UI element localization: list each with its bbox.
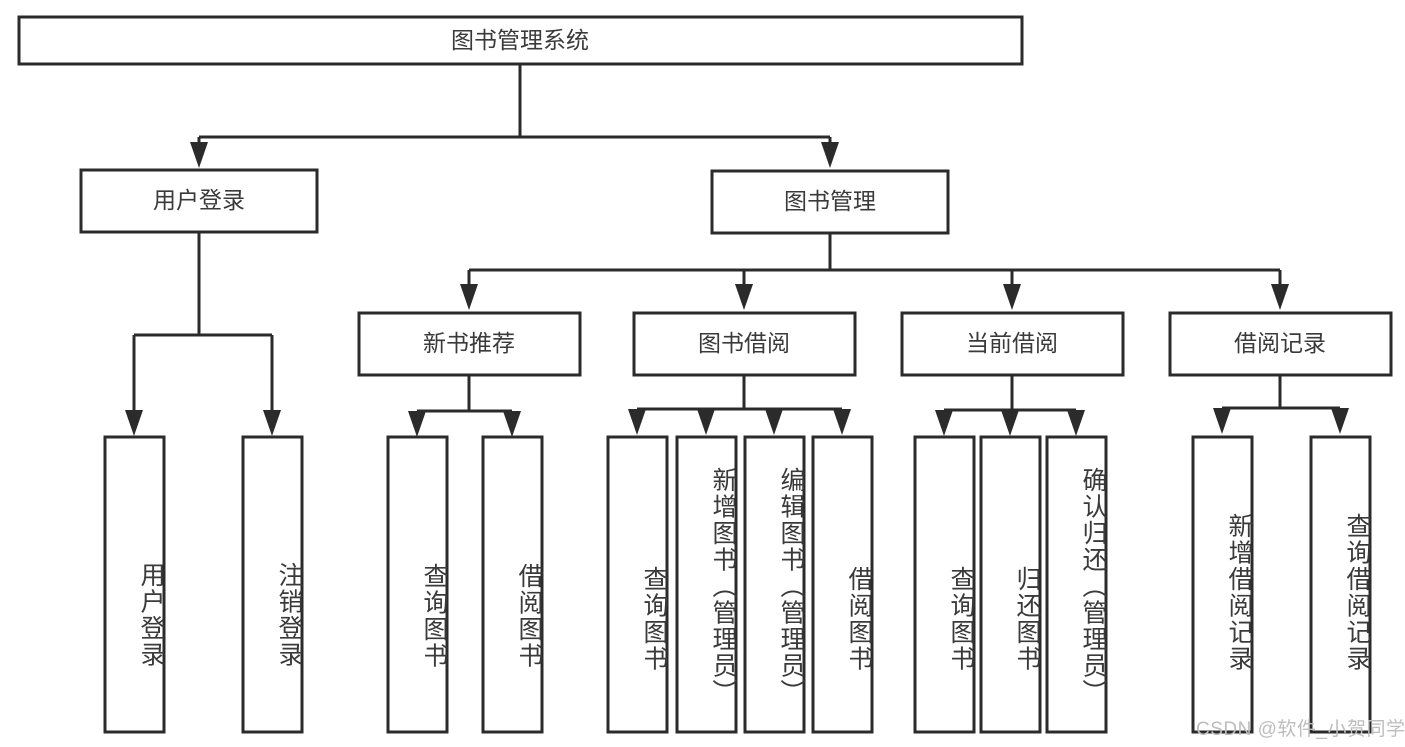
node-new-book-recommend-label: 新书推荐: [423, 330, 515, 356]
connector-root-to-level2: [190, 64, 839, 168]
arrow-icon: [503, 411, 521, 437]
leaf-box-borrow-book-b[interactable]: [811, 435, 874, 734]
node-current-borrow-label: 当前借阅: [966, 330, 1058, 356]
arrow-icon: [1213, 408, 1231, 434]
node-book-management-label: 图书管理: [784, 188, 876, 214]
connector-currentborrow-to-leaves: [935, 375, 1085, 436]
arrow-icon: [263, 410, 281, 436]
node-borrow-record-label: 借阅记录: [1234, 330, 1326, 356]
node-root-label: 图书管理系统: [451, 27, 589, 53]
node-root-book-management-system[interactable]: 图书管理系统: [17, 15, 1024, 66]
leaf-box-add-book-admin[interactable]: [675, 435, 738, 734]
leaf-box-return-book[interactable]: [979, 435, 1042, 734]
leaf-box-query-book-a[interactable]: [386, 435, 449, 734]
connector-borrowrecord-to-leaves: [1213, 375, 1349, 434]
leaf-boxes-group: [103, 435, 1372, 734]
leaf-box-user-login[interactable]: [103, 435, 166, 734]
arrow-icon: [628, 409, 646, 435]
node-book-borrow[interactable]: 图书借阅: [632, 311, 857, 377]
csdn-watermark: CSDN @软件_小贺同学: [1196, 719, 1405, 740]
leaf-box-borrow-book-a[interactable]: [481, 435, 544, 734]
leaf-box-query-book-c[interactable]: [913, 435, 976, 734]
arrow-icon: [697, 409, 715, 435]
arrow-icon: [408, 411, 426, 437]
arrow-icon: [935, 410, 953, 436]
node-book-management[interactable]: 图书管理: [710, 169, 950, 235]
node-new-book-recommend[interactable]: 新书推荐: [357, 311, 582, 377]
arrow-icon: [833, 409, 851, 435]
leaf-box-confirm-return-admin[interactable]: [1045, 435, 1108, 734]
arrow-icon: [1001, 410, 1019, 436]
connector-bookmgmt-to-level3: [460, 233, 1289, 310]
arrow-icon: [190, 142, 208, 168]
node-user-login[interactable]: 用户登录: [79, 168, 319, 234]
node-user-login-label: 用户登录: [153, 187, 245, 213]
leaf-box-logout[interactable]: [241, 435, 304, 734]
node-book-borrow-label: 图书借阅: [698, 330, 790, 356]
arrow-icon: [460, 284, 478, 310]
leaf-box-add-borrow-record[interactable]: [1191, 435, 1254, 734]
arrow-icon: [1067, 410, 1085, 436]
arrow-icon: [125, 410, 143, 436]
connector-userlogin-to-leaves: [125, 232, 281, 436]
node-borrow-record[interactable]: 借阅记录: [1168, 311, 1393, 377]
connector-newbook-to-leaves: [408, 375, 521, 437]
arrow-icon: [1003, 284, 1021, 310]
leaf-box-query-borrow-record[interactable]: [1309, 435, 1372, 734]
arrow-icon: [765, 409, 783, 435]
node-current-borrow[interactable]: 当前借阅: [900, 311, 1125, 377]
arrow-icon: [1271, 284, 1289, 310]
connector-bookborrow-to-leaves: [628, 375, 851, 435]
arrow-icon: [1331, 408, 1349, 434]
arrow-icon: [735, 284, 753, 310]
leaf-box-query-book-b[interactable]: [606, 435, 669, 734]
leaf-box-edit-book-admin[interactable]: [743, 435, 806, 734]
arrow-icon: [821, 142, 839, 168]
